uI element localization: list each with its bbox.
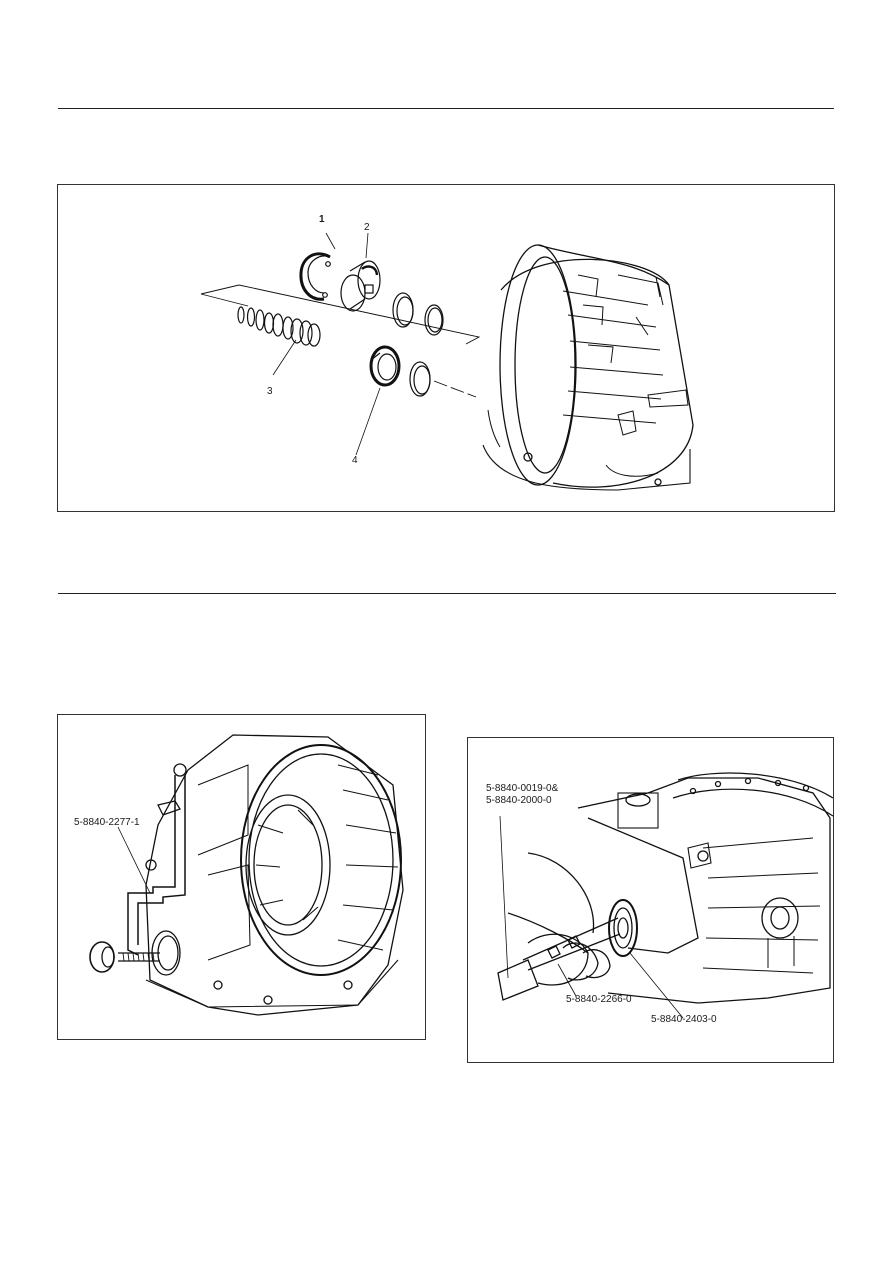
tool-figure-right: 5-8840-0019-0& 5-8840-2000-0 5-8840-2266… [467,737,834,1063]
tool-right-label-line2: 5-8840-2000-0 [486,795,552,806]
middle-rule [58,593,836,594]
tool-left-label: 5-8840-2277-1 [74,817,140,828]
tool-right-label-line1: 5-8840-0019-0& [486,783,559,794]
callout-1: 1 [319,214,325,225]
tool-right-label-mid: 5-8840-2266-0 [566,994,632,1005]
callout-3: 3 [267,386,273,397]
tool-right-label-bottom: 5-8840-2403-0 [651,1014,717,1025]
callout-4: 4 [352,455,358,466]
top-rule [58,108,834,109]
tool-left-illustration [89,734,404,1016]
tool-figure-left: 5-8840-2277-1 [57,714,426,1040]
exploded-view-figure: 1 2 3 4 [57,184,835,512]
callout-2: 2 [364,222,370,233]
tool-right-illustration [497,772,834,1019]
exploded-view-illustration [200,232,694,491]
